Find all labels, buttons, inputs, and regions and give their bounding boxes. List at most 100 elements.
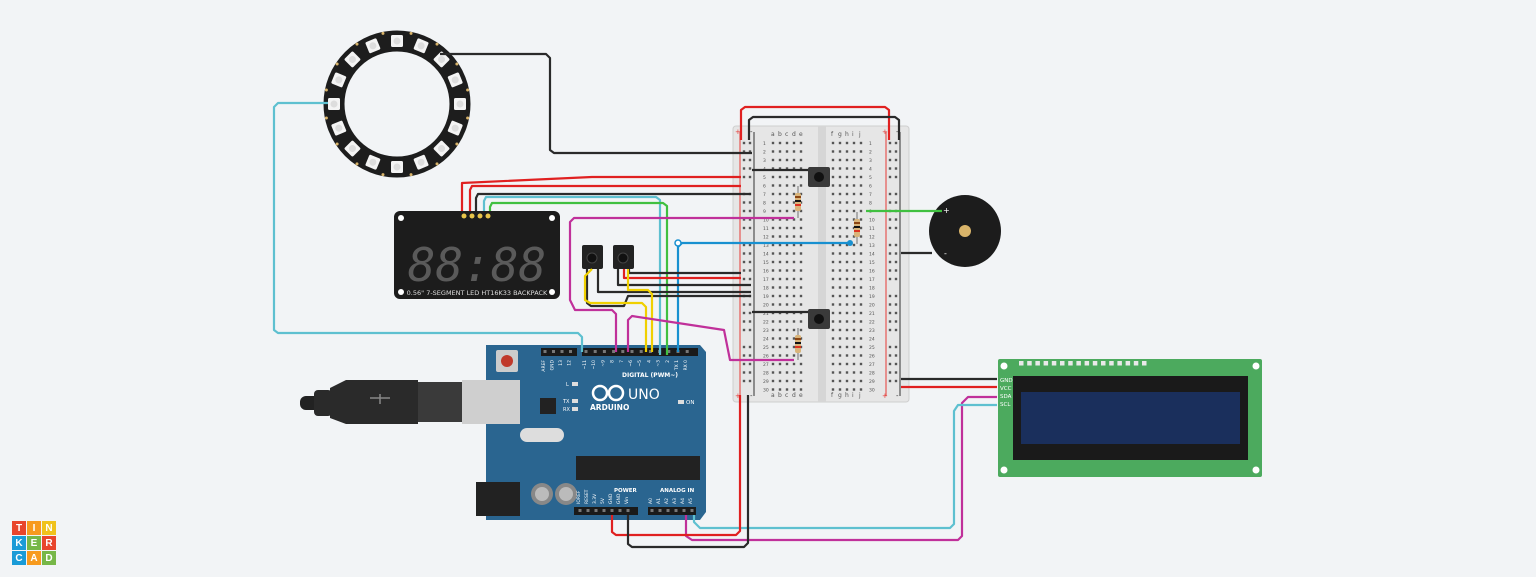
bb-row-label: 17	[763, 277, 769, 283]
digital-pin-label: 8	[610, 360, 616, 363]
wire-sensor-r-2[interactable]	[627, 269, 741, 275]
wire-7seg-gnd[interactable]	[474, 192, 751, 211]
bb-row-label: 28	[869, 371, 875, 377]
digital-pin-label: GND	[550, 359, 556, 370]
neopixel-led	[413, 154, 429, 170]
pushbutton-top[interactable]	[808, 167, 830, 187]
arduino-brand: ARDUINO	[590, 403, 629, 412]
neopixel-led	[413, 38, 429, 54]
bb-row-label: 19	[763, 294, 769, 300]
bb-row-label: 26	[763, 354, 769, 360]
power-pin-label: GND	[616, 493, 622, 504]
digital-pin-label: ~5	[637, 360, 643, 367]
lcd-header-pin	[1019, 361, 1024, 366]
wire-ring-gnd[interactable]	[440, 52, 752, 155]
bb-row-label: 20	[763, 303, 769, 309]
wire-lcd-sda[interactable]	[684, 395, 997, 542]
pushbutton-bottom[interactable]	[808, 309, 830, 329]
bb-col-label-top: f	[831, 131, 834, 138]
bb-row-label: 12	[869, 235, 875, 241]
analog-pin-label: A2	[664, 498, 670, 504]
wires[interactable]	[272, 52, 997, 549]
lcd-header-pin	[1142, 361, 1147, 366]
wire-7seg-vcc[interactable]	[460, 175, 741, 211]
sensor-right[interactable]	[613, 245, 634, 269]
power-pin-label: RESET	[584, 489, 590, 504]
bb-row-label: 15	[869, 260, 875, 266]
wire-magenta-btn[interactable]	[568, 216, 794, 352]
wire-ring-data[interactable]	[272, 101, 584, 352]
rail-plus-label-tr: +	[882, 128, 888, 136]
bb-col-label-bottom: d	[792, 392, 796, 399]
arduino-logo	[591, 384, 625, 402]
lcd-pin-scl: SCL	[1000, 402, 1011, 408]
bb-col-label-top: h	[845, 131, 849, 138]
wire-sensor-r-gnd[interactable]	[616, 269, 751, 287]
wire-rail-red-top[interactable]	[739, 105, 891, 140]
wire-7seg-scl[interactable]	[488, 201, 669, 355]
resistor-2[interactable]	[854, 212, 860, 244]
resistor-1[interactable]	[795, 186, 801, 218]
neopixel-led	[447, 72, 463, 88]
digital-pin-label: ~9	[600, 360, 606, 367]
piezo-buzzer[interactable]: + -	[929, 195, 1001, 267]
wire-sensor-l-signal[interactable]	[583, 268, 648, 352]
wire-rail-black-top[interactable]	[747, 115, 901, 140]
lcd-pin-sda: SDA	[1000, 394, 1012, 400]
digital-pin-label: ~3	[656, 360, 662, 367]
logo-letter: E	[27, 536, 41, 550]
wire-7seg-sda[interactable]	[482, 195, 662, 355]
wire-sensor-l-gnd[interactable]	[596, 269, 751, 294]
logo-letter: A	[27, 551, 41, 565]
wire-red-2[interactable]	[468, 184, 741, 211]
bb-col-label-bottom: b	[778, 392, 782, 399]
digital-pin-label: 7	[619, 360, 625, 363]
bb-row-label: 14	[763, 252, 769, 258]
arduino-uno[interactable]: UNO ARDUINO DIGITAL (PWM~) POWER ANALOG …	[462, 345, 706, 520]
analog-pin-label: A1	[656, 498, 662, 504]
logo-letter: D	[42, 551, 56, 565]
bb-row-label: 3	[869, 158, 872, 164]
bb-row-label: 2	[869, 150, 872, 156]
bb-row-label: 25	[869, 345, 875, 351]
lcd-header-pin	[1101, 361, 1106, 366]
resistor-3[interactable]	[795, 328, 801, 360]
lcd-16x2[interactable]: GND VCC SDA SCL	[998, 359, 1262, 477]
seven-segment-digits: 88:88	[408, 238, 546, 292]
neopixel-ring[interactable]	[323, 30, 471, 178]
bb-row-label: 5	[763, 175, 766, 181]
dc-jack	[476, 482, 520, 516]
tinkercad-logo[interactable]: T I N K E R C A D	[12, 521, 56, 565]
wire-sensor-r-vcc[interactable]	[622, 269, 741, 280]
bb-row-label: 10	[763, 218, 769, 224]
digital-label: DIGITAL (PWM~)	[622, 372, 678, 379]
lcd-header-pin	[1051, 361, 1057, 366]
analog-pin-label: A0	[648, 498, 654, 504]
reset-button[interactable]	[501, 355, 513, 367]
logo-letter: R	[42, 536, 56, 550]
wire-sensor-r-signal[interactable]	[626, 269, 654, 352]
bb-row-label: 1	[763, 141, 766, 147]
bb-col-label-bottom: g	[838, 392, 842, 399]
bb-col-label-top: c	[785, 131, 788, 138]
bb-row-label: 6	[869, 184, 872, 190]
seven-segment-label: 0.56" 7-SEGMENT LED HT16K33 BACKPACK	[407, 289, 548, 297]
bb-row-label: 24	[763, 337, 769, 343]
bb-row-label: 29	[763, 379, 769, 385]
on-led-label: ON	[686, 400, 694, 406]
sensor-left[interactable]	[582, 245, 603, 269]
wire-lcd-scl[interactable]	[692, 403, 997, 530]
usb-port	[462, 380, 520, 424]
power-pin-label: 3.3V	[592, 493, 598, 504]
wire-5v[interactable]	[610, 395, 742, 537]
seven-segment-display[interactable]: 88:88 0.56" 7-SEGMENT LED HT16K33 BACKPA…	[394, 211, 560, 299]
wire-gnd[interactable]	[626, 395, 750, 549]
bb-row-label: 10	[869, 218, 875, 224]
wire-magenta-btn-2[interactable]	[626, 314, 794, 362]
bb-row-label: 8	[869, 201, 872, 207]
digital-pin-label: AREF	[541, 360, 547, 372]
bb-row-label: 22	[763, 320, 769, 326]
wire-sensor-l-2[interactable]	[585, 269, 751, 308]
